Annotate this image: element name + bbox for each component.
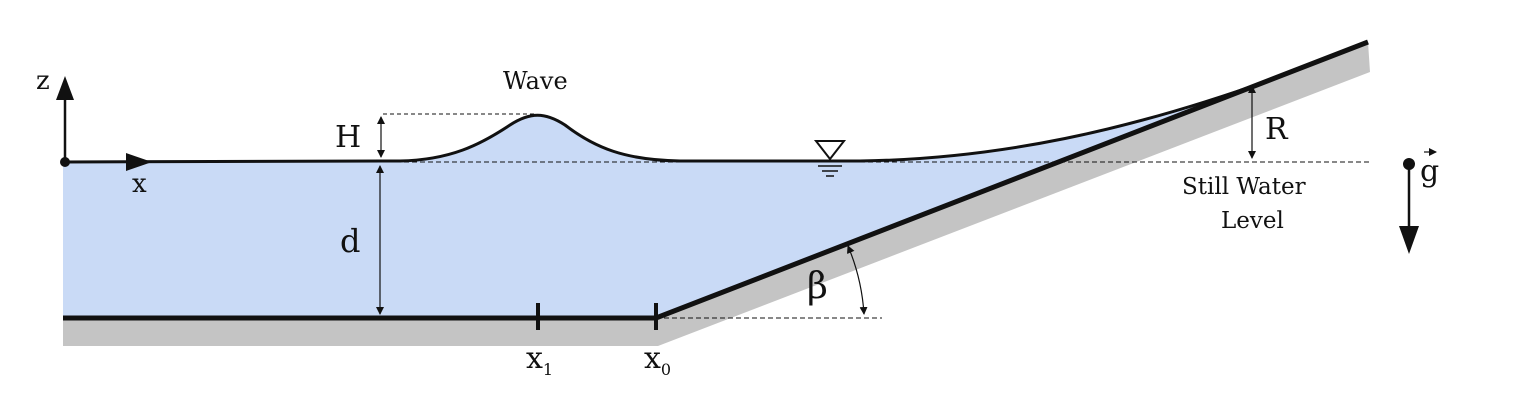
beta-label: β xyxy=(807,266,828,307)
z-axis-label: z xyxy=(36,66,50,96)
x0-label-subscript: 0 xyxy=(661,360,671,379)
x-axis-arrowhead xyxy=(126,153,152,171)
gravity-arrowhead xyxy=(1399,226,1419,254)
beta-angle-arc xyxy=(847,245,868,315)
water-level-symbol xyxy=(813,140,847,161)
still-water-level-line1: Still Water xyxy=(1182,174,1306,200)
x1-label-subscript: 1 xyxy=(543,360,553,379)
x-axis-label: x xyxy=(132,169,147,199)
gravity-label: g xyxy=(1420,154,1439,189)
z-axis-arrowhead xyxy=(56,76,74,100)
R-label: R xyxy=(1265,112,1289,147)
wave-label: Wave xyxy=(503,67,568,95)
x1-label-base: x xyxy=(526,341,543,376)
water-body xyxy=(63,80,1270,318)
x0-label: x0 xyxy=(644,341,671,379)
still-water-level-line2: Level xyxy=(1221,208,1284,234)
d-label: d xyxy=(340,222,360,260)
water-surface xyxy=(62,78,1271,164)
H-label: H xyxy=(335,120,361,155)
x1-label: x1 xyxy=(526,341,553,379)
x0-label-base: x xyxy=(644,341,661,376)
